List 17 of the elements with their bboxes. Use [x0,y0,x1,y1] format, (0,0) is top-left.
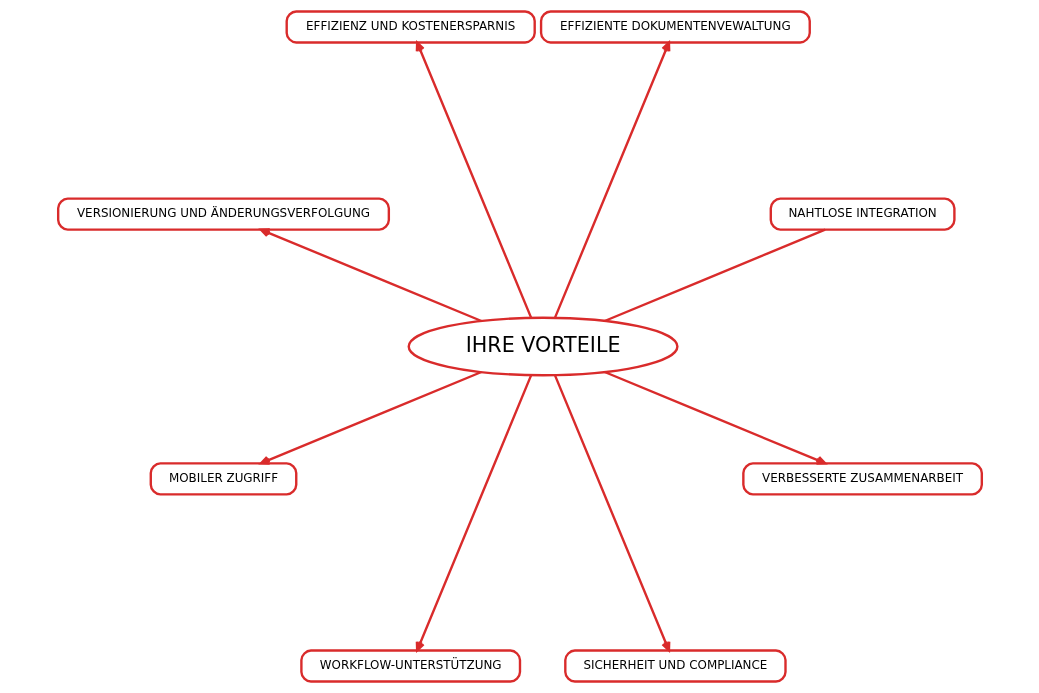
node-box: SICHERHEIT UND COMPLIANCE [563,649,787,683]
node-box: VERBESSERTE ZUSAMMENARBEIT [741,462,983,496]
connector [603,228,826,323]
arrow [259,370,482,465]
node-box: EFFIZIENZ UND KOSTENERSPARNIS [285,10,536,44]
arrow [553,374,670,652]
arrow [415,374,532,652]
node-box: EFFIZIENTE DOKUMENTENVEWALTUNG [539,10,811,44]
arrow [553,41,670,319]
arrow [415,41,532,319]
node-box: WORKFLOW-UNTERSTÜTZUNG [299,649,521,683]
arrow [259,228,482,323]
node-box: MOBILER ZUGRIFF [149,462,297,496]
node-box: NAHTLOSE INTEGRATION [769,197,956,231]
node-ellipse: IHRE VORTEILE [407,316,679,377]
arrow [603,370,826,465]
node-box: VERSIONIERUNG UND ÄNDERUNGSVERFOLGUNG [56,197,390,231]
